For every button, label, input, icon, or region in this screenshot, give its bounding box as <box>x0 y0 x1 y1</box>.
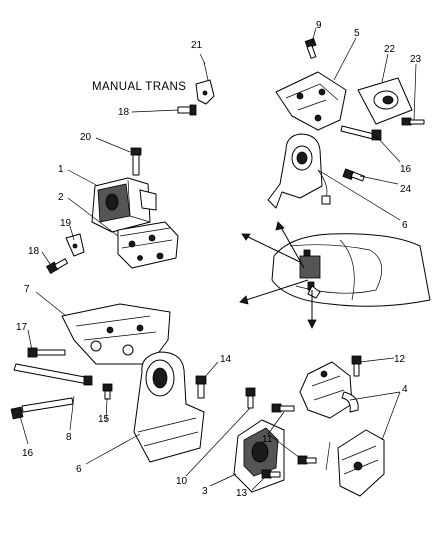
bolt-18-lower <box>45 258 69 275</box>
bracket-19 <box>65 233 85 257</box>
bolt-12 <box>351 355 362 377</box>
bolt-15 <box>102 383 113 400</box>
rod-8 <box>13 363 93 386</box>
callout-21: 21 <box>191 40 203 51</box>
bolt-9 <box>304 37 317 59</box>
insulator-3 <box>233 419 285 493</box>
callout-11: 11 <box>262 434 273 445</box>
bolt-18-top <box>177 104 197 116</box>
bolt-10 <box>245 387 256 409</box>
bracket-2 <box>117 221 179 269</box>
callout-15: 15 <box>98 414 110 425</box>
insulator-1 <box>91 177 157 233</box>
callout-17: 17 <box>16 322 28 333</box>
callout-18-lower: 18 <box>28 246 40 257</box>
callout-5: 5 <box>354 28 360 39</box>
bolt-16-lower <box>10 397 74 420</box>
callout-2: 2 <box>58 192 64 203</box>
callout-23: 23 <box>410 54 422 65</box>
bolt-16-upper <box>340 125 382 141</box>
callout-9: 9 <box>316 20 322 31</box>
bolt-13 <box>261 469 281 479</box>
vehicle-frame-view <box>239 221 431 329</box>
insulator-6-upper <box>267 133 331 209</box>
callout-12: 12 <box>394 354 406 365</box>
manual-trans-caption: MANUAL TRANS <box>92 81 186 93</box>
shield-22 <box>357 77 413 125</box>
bracket-5 <box>275 71 347 131</box>
callout-20: 20 <box>80 132 92 143</box>
callout-10: 10 <box>176 476 188 487</box>
callout-16-upper: 16 <box>400 164 412 175</box>
callout-1: 1 <box>58 164 64 175</box>
bracket-4-upper <box>299 361 359 419</box>
callout-7: 7 <box>24 284 30 295</box>
bracket-7 <box>61 303 171 365</box>
callout-8: 8 <box>66 432 72 443</box>
bracket-21 <box>195 61 215 105</box>
callout-14: 14 <box>220 354 232 365</box>
bolt-24 <box>342 168 365 182</box>
callout-22: 22 <box>384 44 396 55</box>
callout-3: 3 <box>202 486 208 497</box>
bolt-23 <box>401 117 425 126</box>
bolt-20 <box>130 147 142 176</box>
callout-6-lower: 6 <box>76 464 82 475</box>
callout-18-top: 18 <box>118 107 130 118</box>
bolt-14 <box>195 375 207 399</box>
callout-6-upper: 6 <box>402 220 408 231</box>
leader-lines <box>19 27 417 491</box>
callout-13: 13 <box>236 488 248 499</box>
bolt-11 <box>271 403 317 465</box>
callout-19: 19 <box>60 218 72 229</box>
insulator-6-lower <box>133 351 205 463</box>
callout-24: 24 <box>400 184 412 195</box>
callout-labels: 21 18 20 1 2 19 18 7 17 8 15 16 6 14 9 5… <box>16 20 422 499</box>
bolt-17 <box>27 347 66 358</box>
bracket-4-lower <box>325 429 385 497</box>
callout-4: 4 <box>402 384 408 395</box>
callout-16-lower: 16 <box>22 448 34 459</box>
